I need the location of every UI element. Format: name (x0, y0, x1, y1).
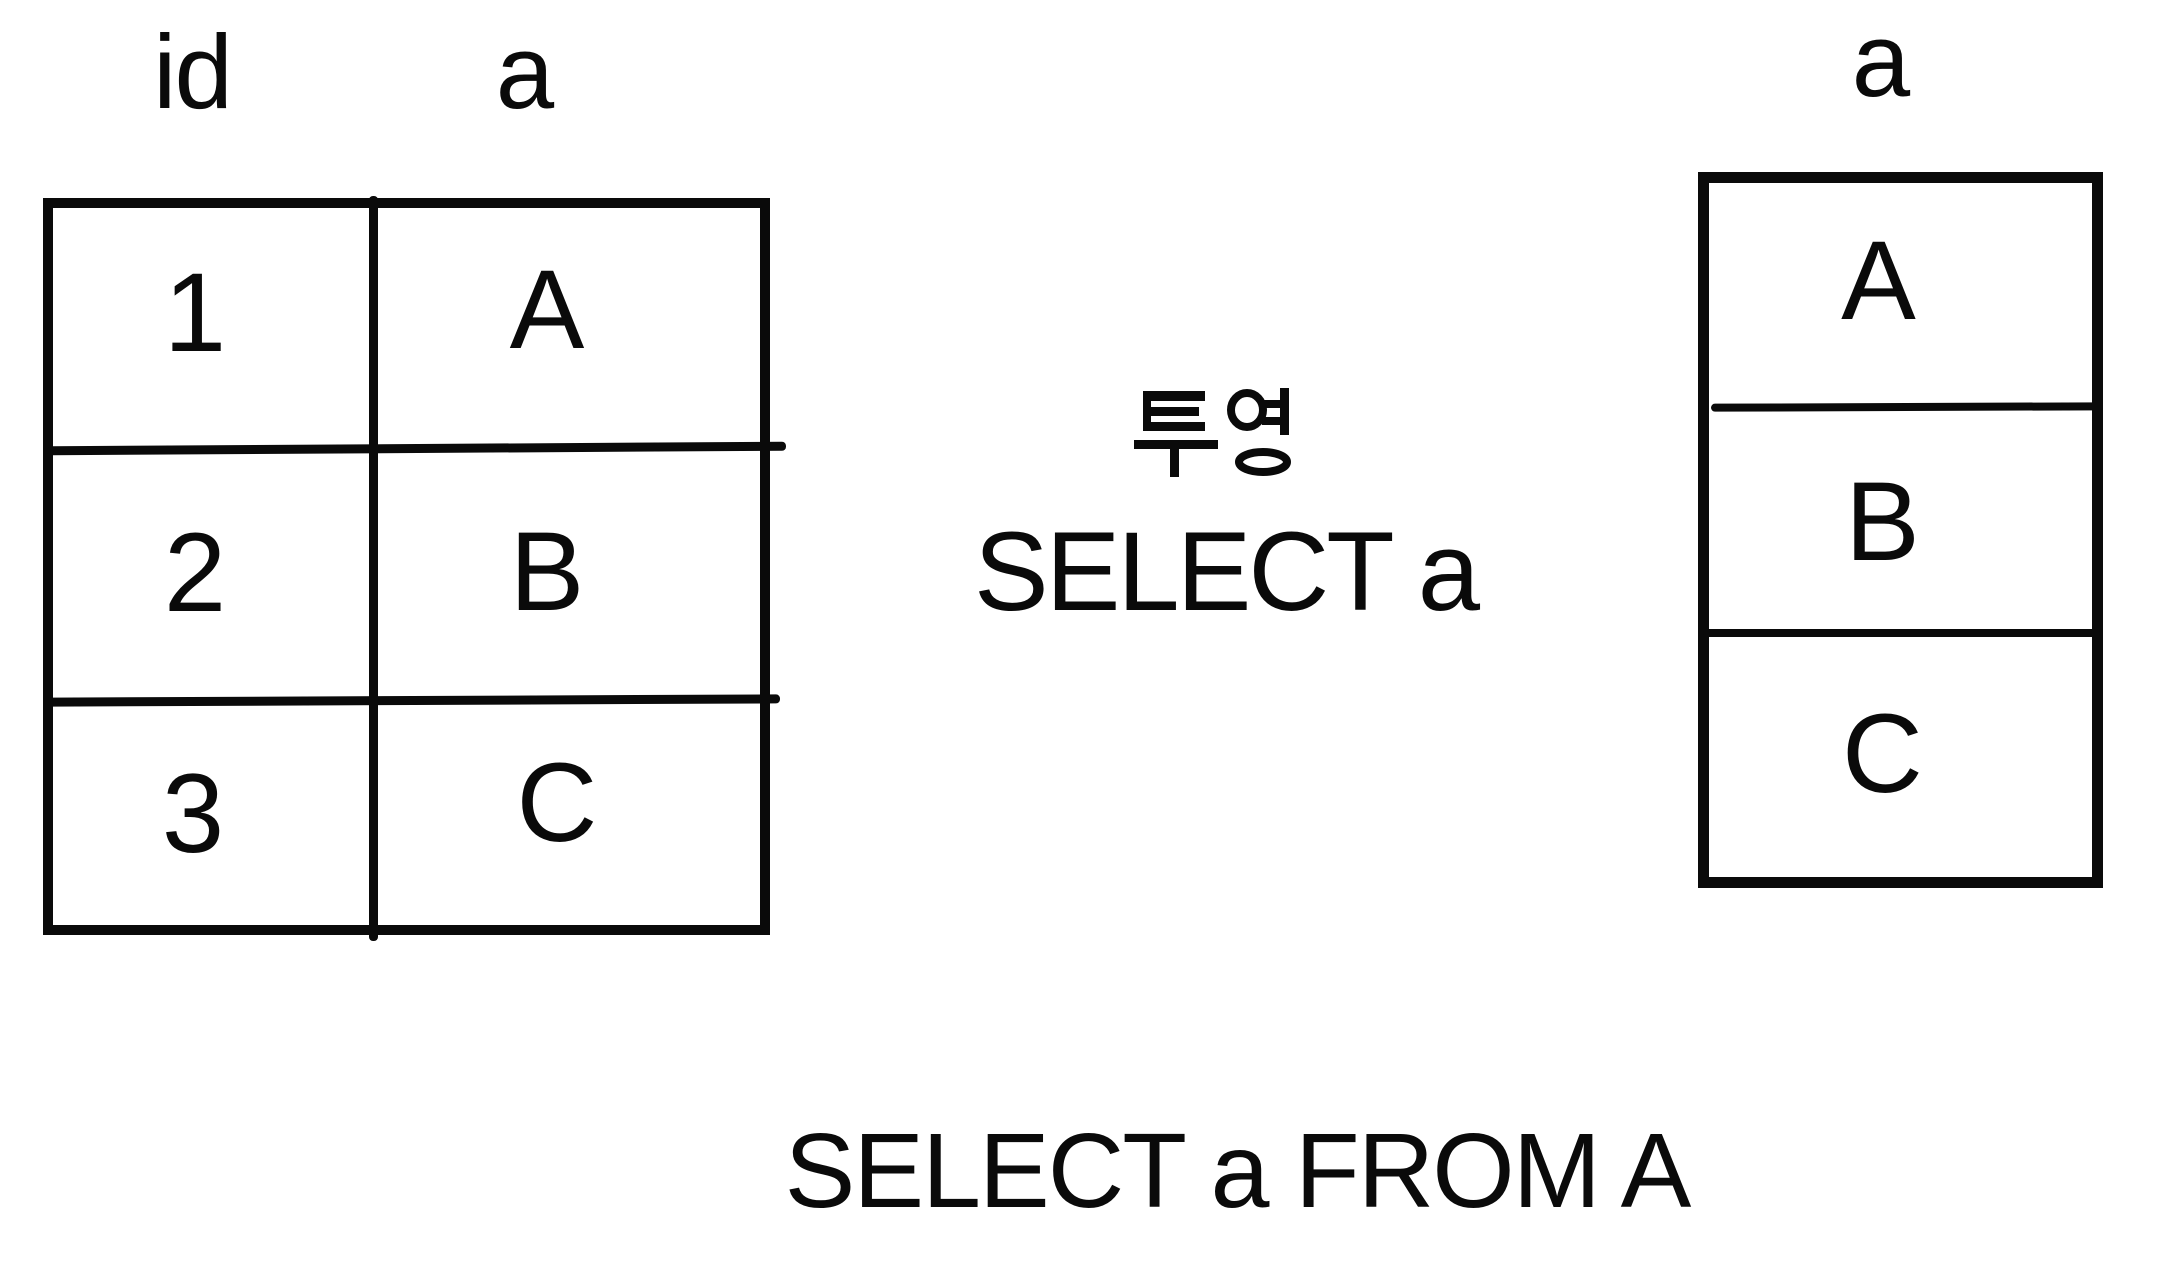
result-column-label-a: a (1851, 2, 1910, 119)
result-table: A B C (1698, 172, 2104, 888)
source-cell-a-1: A (509, 247, 585, 372)
column-divider-line (369, 196, 378, 941)
source-cell-a-3: C (516, 740, 598, 865)
result-cell-a-2: B (1845, 459, 1920, 584)
source-cell-id-1: 1 (163, 250, 227, 375)
source-cell-id-2: 2 (163, 509, 227, 635)
source-column-label-a: a (495, 14, 554, 131)
projection-label-korean: 투영 (1130, 383, 1292, 483)
source-table: 1 A 2 B 3 C (43, 196, 787, 941)
source-cell-a-2: B (509, 508, 585, 634)
projection-label-sql: SELECT a (974, 509, 1480, 634)
result-cell-a-3: C (1842, 691, 1923, 816)
source-cell-id-3: 3 (161, 751, 225, 876)
sql-caption: SELECT a FROM A (784, 1112, 1692, 1230)
hangul-projection-glyphs (1134, 388, 1291, 477)
source-column-label-id: id (153, 14, 233, 131)
row-divider-line (1703, 629, 2100, 637)
result-cell-a-1: A (1841, 218, 1916, 343)
